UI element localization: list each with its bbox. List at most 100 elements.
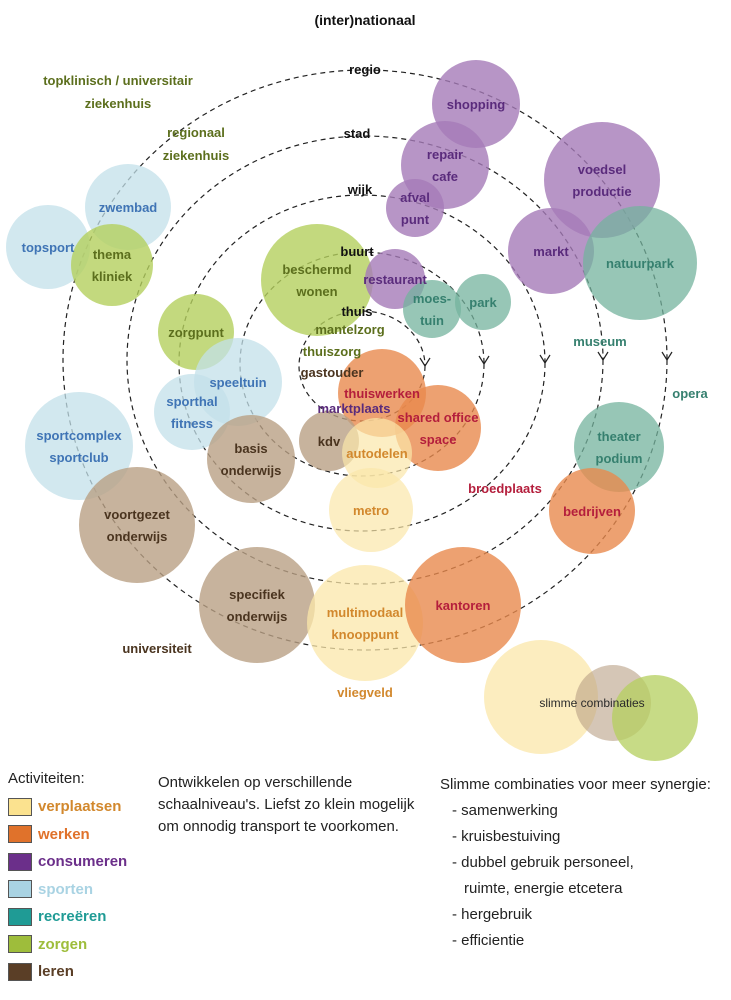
legend-swatch: [8, 907, 32, 926]
circle-specifiek-onderwijs: [199, 547, 315, 663]
label-gastouder: gastouder: [301, 365, 364, 380]
label-mantelzorg: mantelzorg: [315, 322, 384, 337]
circle-label-bedrijven: bedrijven: [563, 504, 621, 519]
circle-label-multimodaal-knooppunt: knooppunt: [331, 627, 399, 642]
legend-item-werken: werken: [8, 821, 158, 849]
combination-label: slimme combinaties: [539, 696, 644, 710]
legend-item-leren: leren: [8, 958, 158, 986]
label-opera: opera: [672, 386, 708, 401]
circle-metro: [329, 468, 413, 552]
synergy-item: - dubbel gebruik personeel,: [452, 854, 634, 871]
circle-label-zwembad: zwembad: [99, 200, 158, 215]
scale-label-thuis: thuis: [341, 304, 372, 319]
circle-label-shared-office: shared office: [398, 410, 479, 425]
legend-label: recreëren: [38, 908, 107, 926]
circle-label-zorgpunt: zorgpunt: [168, 325, 224, 340]
label-vliegveld: vliegveld: [337, 685, 393, 700]
circle-label-multimodaal-knooppunt: multimodaal: [327, 605, 404, 620]
scale-label-stad: stad: [344, 126, 371, 141]
ring-arrow-icon: [597, 351, 609, 362]
circle-label-thema-kliniek: kliniek: [92, 269, 133, 284]
combination-circle: [612, 675, 698, 761]
circle-sporthal-fitness: [154, 374, 230, 450]
circle-label-sportcomplex: sportcomplex: [36, 428, 122, 443]
synergy-item: - efficientie: [452, 932, 525, 949]
circle-label-voedsel-productie: voedsel: [578, 162, 626, 177]
scale-label-buurt: buurt: [340, 244, 374, 259]
circle-label-natuurpark: natuurpark: [606, 256, 675, 271]
legend-label: zorgen: [38, 935, 88, 953]
circle-label-sporthal-fitness: fitness: [171, 416, 213, 431]
scale-label-wijk: wijk: [347, 182, 373, 197]
label-regionaal-ziekenhuis: regionaal: [167, 125, 225, 140]
circle-label-kdv: kdv: [318, 434, 341, 449]
circle-label-park: park: [469, 295, 497, 310]
legend-label: sporten: [38, 880, 94, 898]
circle-label-voortgezet-onderwijs: onderwijs: [107, 529, 168, 544]
circle-park: [455, 274, 511, 330]
circle-beschermd-wonen: [261, 224, 373, 336]
label-topklinisch: ziekenhuis: [85, 96, 151, 111]
ring-arrow-icon: [661, 351, 673, 362]
circle-natuurpark: [583, 206, 697, 320]
legend-label: consumeren: [38, 853, 128, 871]
ring-arrow-icon: [419, 357, 431, 368]
synergy-item: - samenwerking: [452, 802, 558, 819]
circle-label-theater-podium: podium: [596, 451, 643, 466]
label-broedplaats: broedplaats: [468, 481, 542, 496]
scale-label-regio: regio: [349, 62, 381, 77]
circle-label-theater-podium: theater: [597, 429, 640, 444]
label-regionaal-ziekenhuis: ziekenhuis: [163, 148, 229, 163]
circle-label-thema-kliniek: thema: [93, 247, 132, 262]
circle-label-afval-punt: afval: [400, 190, 430, 205]
legend-item-consumeren: consumeren: [8, 848, 158, 876]
label-universiteit: universiteit: [122, 641, 192, 656]
circle-label-repair-cafe: repair: [427, 147, 463, 162]
synergy-list: Slimme combinaties voor meer synergie: -…: [440, 772, 725, 954]
circle-topsport: [6, 205, 90, 289]
circle-label-moestuin: moes-: [413, 291, 451, 306]
synergy-item: ruimte, energie etcetera: [464, 880, 623, 897]
legend-item-sporten: sporten: [8, 876, 158, 904]
synergy-item: - hergebruik: [452, 906, 533, 923]
circle-label-kantoren: kantoren: [436, 598, 491, 613]
legend-swatch: [8, 797, 32, 816]
legend-swatch: [8, 935, 32, 954]
legend-swatch: [8, 880, 32, 899]
circle-label-sportcomplex: sportclub: [49, 450, 108, 465]
ring-arrow-icon: [478, 355, 490, 366]
circle-voortgezet-onderwijs: [79, 467, 195, 583]
circle-label-metro: metro: [353, 503, 389, 518]
synergy-title: Slimme combinaties voor meer synergie:: [440, 776, 711, 793]
circle-label-basis-onderwijs: onderwijs: [221, 463, 282, 478]
circle-label-beschermd-wonen: wonen: [295, 284, 337, 299]
circle-afval-punt: [386, 179, 444, 237]
legend-title: Activiteiten:: [8, 770, 85, 787]
legend-item-verplaatsen: verplaatsen: [8, 793, 158, 821]
description-text: Ontwikkelen op verschillende schaalnivea…: [158, 774, 415, 835]
circle-label-restaurant: restaurant: [363, 272, 427, 287]
legend-label: werken: [38, 825, 90, 843]
circle-bedrijven: [549, 468, 635, 554]
circle-multimodaal-knooppunt: [307, 565, 423, 681]
circle-label-basis-onderwijs: basis: [234, 441, 267, 456]
circle-basis-onderwijs: [207, 415, 295, 503]
circle-sportcomplex: [25, 392, 133, 500]
circle-label-thuiswerken: thuiswerken: [344, 386, 420, 401]
circle-markt: [508, 208, 594, 294]
circle-label-sporthal-fitness: sporthal: [166, 394, 217, 409]
circle-kantoren: [405, 547, 521, 663]
circle-label-topsport: topsport: [22, 240, 75, 255]
legend-swatch: [8, 962, 32, 981]
synergy-item: - kruisbestuiving: [452, 828, 561, 845]
legend-swatch: [8, 825, 32, 844]
legend-swatch: [8, 852, 32, 871]
circle-label-voortgezet-onderwijs: voortgezet: [104, 507, 170, 522]
circle-label-shared-office: space: [420, 432, 457, 447]
label-museum: museum: [573, 334, 626, 349]
legend: Activiteiten: verplaatsen werken consume…: [8, 770, 158, 986]
label-topklinisch: topklinisch / universitair: [43, 73, 193, 88]
legend-item-recreeren: recreëren: [8, 903, 158, 931]
circle-label-repair-cafe: cafe: [432, 169, 458, 184]
